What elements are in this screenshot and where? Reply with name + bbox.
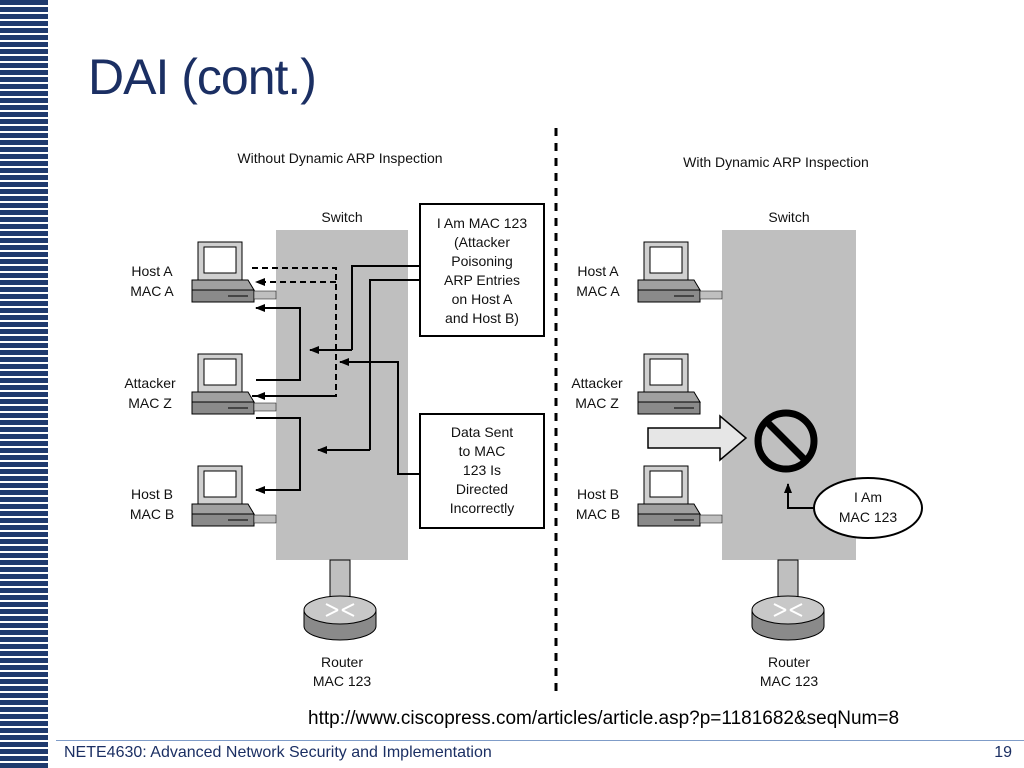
left-attacker-name: Attacker <box>124 375 176 391</box>
slide-title: DAI (cont.) <box>88 49 317 105</box>
right-heading: With Dynamic ARP Inspection <box>683 154 869 170</box>
footer-course: NETE4630: Advanced Network Security and … <box>64 744 492 761</box>
left-attacker-mac: MAC Z <box>128 395 172 411</box>
callout1-line: (Attacker <box>454 234 510 250</box>
computer-icon <box>191 241 255 303</box>
router-icon <box>751 595 825 641</box>
left-host-b-mac: MAC B <box>130 506 174 522</box>
left-router-link <box>329 559 351 599</box>
callout1-line: on Host A <box>452 291 513 307</box>
right-attacker-mac: MAC Z <box>575 395 619 411</box>
side-stripe-decoration <box>0 0 48 768</box>
callout2-line: 123 Is <box>463 462 501 478</box>
left-router-name: Router <box>321 654 363 670</box>
computer-icon <box>637 241 701 303</box>
right-router-link <box>777 559 799 599</box>
left-host-a-name: Host A <box>131 263 173 279</box>
callout2-line: Directed <box>456 481 508 497</box>
right-switch-label: Switch <box>768 209 809 225</box>
router-icon <box>303 595 377 641</box>
attacker-traffic-arrow <box>647 414 748 462</box>
computer-icon <box>191 465 255 527</box>
callout1-line: and Host B) <box>445 310 519 326</box>
callout2-line: to MAC <box>459 443 506 459</box>
right-router-mac: MAC 123 <box>760 673 819 689</box>
source-link[interactable]: http://www.ciscopress.com/articles/artic… <box>308 708 900 729</box>
prohibited-icon <box>754 409 818 473</box>
misdirect-callout-box <box>419 413 545 529</box>
callout1-line: Poisoning <box>451 253 513 269</box>
right-host-b-name: Host B <box>577 486 619 502</box>
right-host-b-mac: MAC B <box>576 506 620 522</box>
bubble-line: MAC 123 <box>839 509 898 525</box>
left-host-b-name: Host B <box>131 486 173 502</box>
callout2-line: Data Sent <box>451 424 513 440</box>
left-heading: Without Dynamic ARP Inspection <box>237 150 442 166</box>
computer-icon <box>637 465 701 527</box>
poison-callout-box <box>419 203 545 337</box>
bubble-line: I Am <box>854 489 882 505</box>
right-host-a-mac: MAC A <box>576 283 620 299</box>
left-host-a-mac: MAC A <box>130 283 174 299</box>
page-number: 19 <box>994 744 1012 761</box>
left-switch-label: Switch <box>321 209 362 225</box>
claim-bubble <box>813 477 923 539</box>
computer-icon <box>637 353 701 415</box>
callout1-line: ARP Entries <box>444 272 520 288</box>
right-host-a-name: Host A <box>577 263 619 279</box>
callout2-line: Incorrectly <box>450 500 515 516</box>
right-router-name: Router <box>768 654 810 670</box>
right-attacker-name: Attacker <box>571 375 623 391</box>
left-router-mac: MAC 123 <box>313 673 372 689</box>
footer-divider <box>56 740 1024 741</box>
callout1-line: I Am MAC 123 <box>437 215 527 231</box>
computer-icon <box>191 353 255 415</box>
